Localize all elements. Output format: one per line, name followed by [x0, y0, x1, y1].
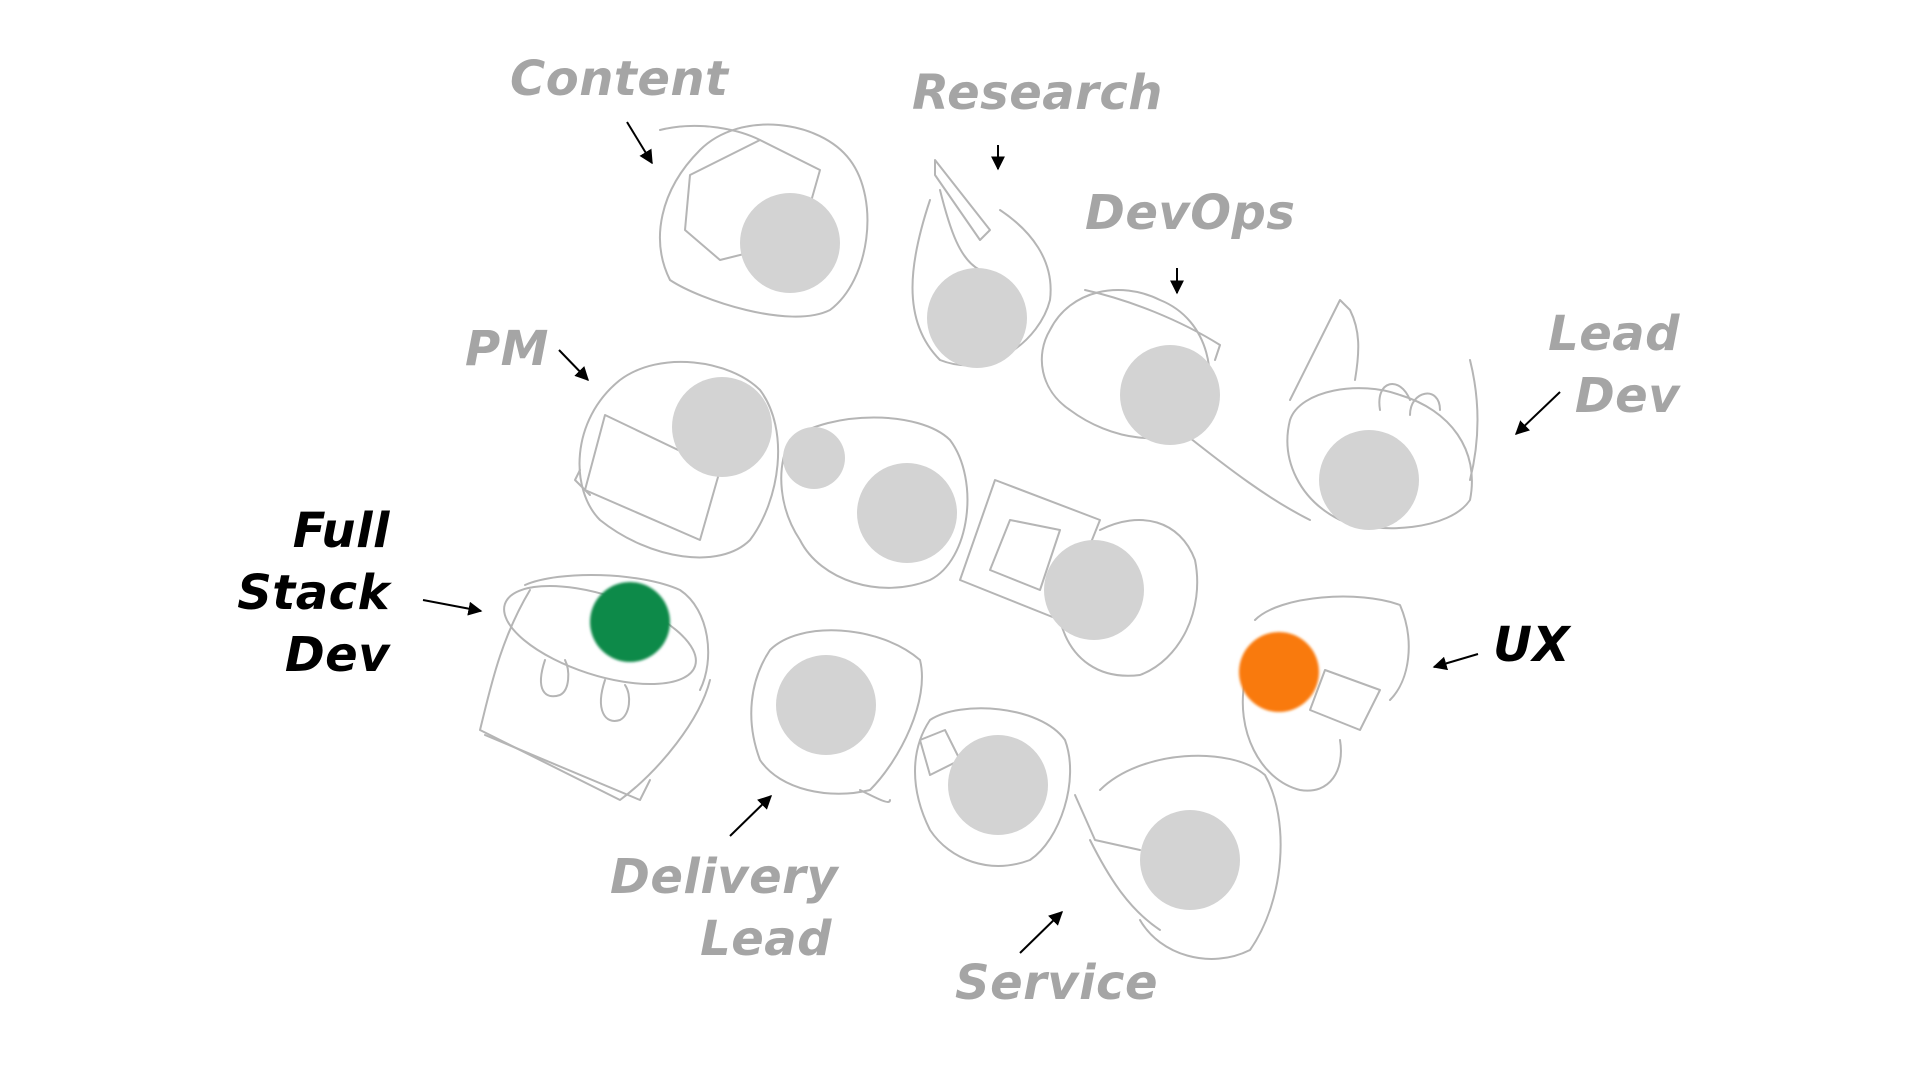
label-pm: PM [465, 321, 549, 377]
figure-devops [1040, 289, 1311, 521]
head-full-stack-dev [590, 582, 670, 662]
label-lead-dev: Lead Dev [1548, 306, 1680, 424]
label-research: Research [912, 65, 1163, 121]
arrow-content [626, 121, 653, 165]
label-content: Content [510, 51, 729, 107]
head-center [857, 463, 957, 563]
figure-pm [574, 360, 780, 559]
figure-lead-dev [1286, 299, 1479, 530]
head-ux [1239, 632, 1319, 712]
label-ux: UX [1493, 617, 1570, 673]
figure-full-stack-dev [479, 573, 711, 801]
figure-center [780, 416, 969, 589]
figure-laptop [959, 479, 1199, 677]
head-service-left [948, 735, 1048, 835]
figure-content [659, 123, 869, 318]
figure-service-right [1074, 754, 1282, 960]
figure-research [911, 159, 1052, 368]
head-lead-dev [1319, 430, 1419, 530]
label-delivery-lead: Delivery Lead [610, 849, 839, 967]
arrow-service [1019, 911, 1064, 954]
arrow-pm [558, 349, 589, 382]
arrow-delivery-lead [729, 795, 773, 837]
label-service: Service [955, 955, 1159, 1011]
arrow-ux [1432, 653, 1479, 671]
label-full-stack-dev: Full Stack Dev [237, 503, 390, 683]
arrow-lead-dev [1514, 391, 1561, 435]
head-center-small [783, 427, 845, 489]
label-devops: DevOps [1085, 185, 1296, 241]
head-pm [672, 377, 772, 477]
head-devops [1120, 345, 1220, 445]
head-delivery-lead [776, 655, 876, 755]
arrow-full-stack-dev [422, 599, 483, 616]
figure-delivery-lead [750, 629, 923, 803]
figure-service-left [914, 707, 1072, 867]
figure-ux [1239, 595, 1410, 792]
head-laptop-user [1044, 540, 1144, 640]
head-service-right [1140, 810, 1240, 910]
head-content [740, 193, 840, 293]
head-research [927, 268, 1027, 368]
